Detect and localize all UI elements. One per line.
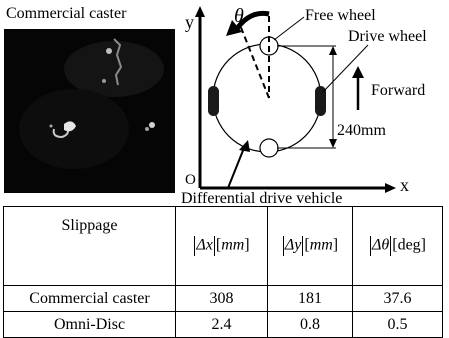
free-wheel-label: Free wheel [305, 7, 376, 24]
vehicle-label: Differential drive vehicle [181, 190, 342, 206]
header-dy-unit: mm [309, 236, 333, 254]
row-dtheta: 37.6 [352, 285, 443, 312]
header-dy: Δy[mm] [267, 206, 353, 286]
dimension-arrow-top [329, 46, 337, 55]
theta-arc [233, 10, 270, 32]
vehicle-diagram: y x O θ Free wheel Drive wheel Forward 2… [181, 5, 427, 206]
row-dx: 308 [175, 285, 268, 312]
row-name: Commercial caster [3, 285, 176, 312]
dimension-label: 240mm [337, 122, 386, 139]
y-axis-label: y [185, 12, 194, 32]
vehicle-body [212, 43, 322, 153]
x-axis-arrowhead [385, 183, 396, 193]
forward-label: Forward [371, 82, 425, 99]
dimension-arrow-bottom [329, 139, 337, 148]
row-dtheta: 0.5 [352, 311, 443, 338]
forward-arrowhead [352, 66, 364, 78]
drive-wheel-pointer [322, 44, 369, 93]
slippage-table: Slippage Δx[mm] Δy[mm] Δθ[deg] Commercia… [3, 206, 443, 338]
origin-label: O [185, 172, 196, 188]
header-dx-unit: mm [221, 236, 245, 254]
y-axis-arrowhead [195, 6, 205, 17]
right-drive-wheel [315, 86, 326, 116]
table-row: Commercial caster 308 181 37.6 [3, 285, 443, 312]
vehicle-pointer [227, 147, 245, 189]
row-dy: 0.8 [267, 311, 353, 338]
free-wheel-pointer [273, 16, 305, 41]
caster-photo [4, 29, 175, 193]
header-slippage: Slippage [3, 206, 176, 286]
photo-label: Commercial caster [6, 5, 127, 22]
vehicle-pointer-arrowhead [239, 140, 250, 152]
header-dtheta-unit: [deg] [392, 236, 426, 254]
header-dy-symbol: Δy [284, 236, 302, 254]
left-drive-wheel [208, 86, 219, 116]
row-dy: 181 [267, 285, 353, 312]
header-dx: Δx[mm] [175, 206, 268, 286]
row-dx: 2.4 [175, 311, 268, 338]
rear-free-wheel [259, 138, 279, 158]
drive-wheel-label: Drive wheel [348, 28, 427, 45]
x-axis-label: x [400, 175, 409, 195]
table-row: Omni-Disc 2.4 0.8 0.5 [3, 311, 443, 338]
table-header-row: Slippage Δx[mm] Δy[mm] Δθ[deg] [3, 206, 443, 286]
row-name: Omni-Disc [3, 311, 176, 338]
theta-arrowhead [226, 20, 242, 36]
header-dtheta-symbol: Δθ [371, 236, 390, 254]
header-dx-symbol: Δx [196, 236, 213, 254]
rotated-heading-line [239, 24, 270, 99]
header-dtheta: Δθ[deg] [352, 206, 443, 286]
theta-label: θ [234, 5, 244, 27]
